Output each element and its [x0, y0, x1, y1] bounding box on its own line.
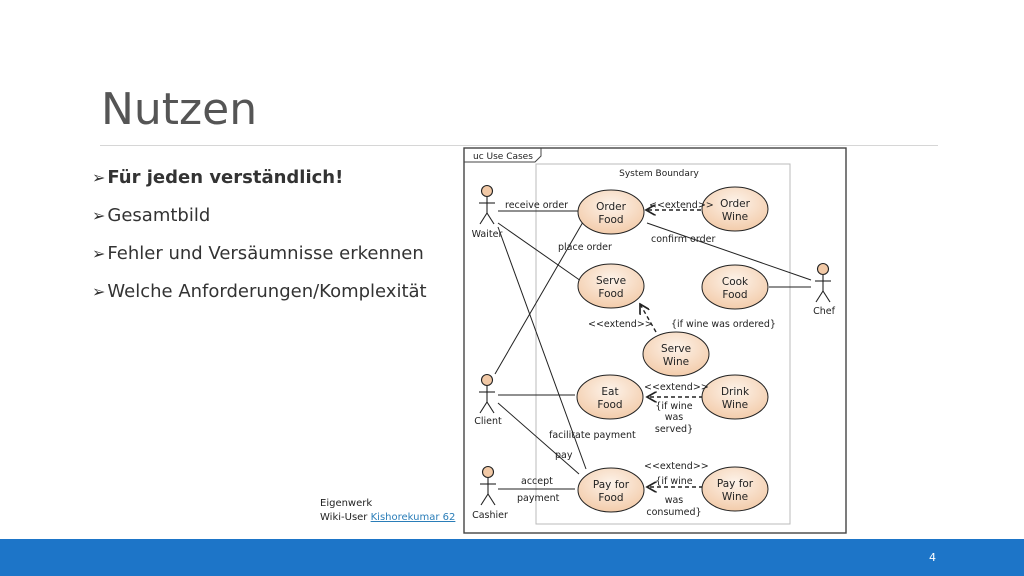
- actor-cashier-figure: [480, 465, 496, 506]
- footer-bar: 4: [0, 539, 1024, 576]
- label-cond-wine-served: served}: [655, 424, 693, 435]
- use-case-label: Wine: [722, 211, 748, 223]
- credit-author-link[interactable]: Kishorekumar 62: [370, 512, 456, 523]
- use-case-label: Food: [598, 288, 623, 300]
- label-extend-serve-wine: <<extend>>: [588, 319, 653, 330]
- use-case-label: Wine: [722, 491, 748, 503]
- use-case-cook-food: [701, 264, 769, 310]
- use-case-order-food: [577, 189, 645, 235]
- use-case-drink-wine: [701, 374, 769, 420]
- use-case-serve-wine: [642, 331, 710, 377]
- bullet-item: ➢Gesamtbild: [92, 196, 452, 234]
- use-case-diagram: uc Use Cases System Boundary Order Food: [463, 147, 849, 540]
- use-case-label: Order: [720, 198, 751, 210]
- use-case-pay-food: [577, 467, 645, 513]
- use-case-label: Serve: [596, 275, 626, 287]
- label-cond-wine-consumed: {if wine: [655, 476, 692, 487]
- bullet-text: Welche Anforderungen/Komplexität: [107, 280, 427, 302]
- use-case-label: Cook: [722, 276, 749, 288]
- title-divider: [100, 145, 938, 146]
- use-case-label: Pay for: [717, 478, 754, 490]
- use-case-label: Food: [598, 214, 623, 226]
- bullet-list: ➢Für jeden verständlich! ➢Gesamtbild ➢Fe…: [92, 158, 452, 310]
- arrow-bullet-icon: ➢: [92, 281, 106, 301]
- use-case-diagram-svg: uc Use Cases System Boundary Order Food: [463, 147, 847, 534]
- use-case-label: Wine: [663, 356, 689, 368]
- actor-waiter-label: Waiter: [472, 229, 503, 240]
- use-case-label: Order: [596, 201, 627, 213]
- bullet-item: ➢Welche Anforderungen/Komplexität: [92, 272, 452, 310]
- use-case-label: Eat: [601, 386, 618, 398]
- credit-line-1: Eigenwerk: [320, 498, 373, 509]
- actor-waiter-figure: [479, 184, 495, 225]
- page-number: 4: [929, 551, 936, 564]
- credit-line-2: Wiki-User Kishorekumar 62: [320, 511, 455, 525]
- actor-client-figure: [479, 373, 495, 414]
- system-boundary-label: System Boundary: [619, 169, 699, 179]
- assoc-waiter-serve-food: [497, 222, 582, 282]
- label-receive-order: receive order: [505, 200, 568, 211]
- use-case-order-wine: [701, 186, 769, 232]
- arrow-bullet-icon: ➢: [92, 167, 106, 187]
- assoc-client-order-food: [494, 221, 584, 375]
- label-cond-wine-served: was: [665, 412, 684, 423]
- use-case-label: Food: [597, 399, 622, 411]
- label-place-order: place order: [558, 242, 612, 253]
- use-case-pay-wine: [701, 466, 769, 512]
- actor-chef-label: Chef: [813, 306, 835, 317]
- label-confirm-order: confirm order: [651, 234, 715, 245]
- label-cond-wine-consumed: was: [665, 495, 684, 506]
- assoc-client-pay-food: [497, 402, 580, 475]
- bullet-text: Fehler und Versäumnisse erkennen: [107, 242, 424, 264]
- use-case-serve-food: [577, 263, 645, 309]
- bullet-text: Für jeden verständlich!: [107, 166, 344, 188]
- image-credit: Eigenwerk Wiki-User Kishorekumar 62: [320, 497, 455, 525]
- label-cond-wine-served: {if wine: [655, 401, 692, 412]
- use-case-label: Food: [598, 492, 623, 504]
- arrow-bullet-icon: ➢: [92, 243, 106, 263]
- arrow-bullet-icon: ➢: [92, 205, 106, 225]
- frame-label: uc Use Cases: [473, 152, 533, 162]
- use-case-label: Wine: [722, 399, 748, 411]
- extend-lines: [640, 210, 703, 487]
- actor-client-label: Client: [474, 416, 502, 427]
- extend-serve-wine: [640, 304, 657, 333]
- label-extend-drink-wine: <<extend>>: [644, 382, 709, 393]
- bullet-item: ➢Für jeden verständlich!: [92, 158, 452, 196]
- label-pay: pay: [555, 450, 573, 461]
- frame-label-tab: [464, 148, 542, 163]
- label-extend-pay-wine: <<extend>>: [644, 461, 709, 472]
- label-payment: payment: [517, 493, 560, 504]
- label-accept: accept: [521, 476, 553, 487]
- slide-title: Nutzen: [101, 84, 258, 135]
- actor-cashier-label: Cashier: [472, 510, 508, 521]
- use-case-eat-food: [576, 374, 644, 420]
- use-case-label: Food: [722, 289, 747, 301]
- assoc-waiter-pay-food: [497, 226, 587, 470]
- association-lines: [494, 210, 812, 490]
- use-case-label: Pay for: [593, 479, 630, 491]
- actor-chef-figure: [815, 262, 831, 303]
- label-cond-wine-consumed: consumed}: [646, 507, 701, 518]
- use-case-label: Drink: [721, 386, 750, 398]
- use-case-label: Serve: [661, 343, 691, 355]
- bullet-item: ➢Fehler und Versäumnisse erkennen: [92, 234, 452, 272]
- bullet-text: Gesamtbild: [107, 204, 211, 226]
- label-extend-order-wine: <<extend>>: [649, 200, 714, 211]
- credit-prefix: Wiki-User: [320, 512, 371, 523]
- label-cond-wine-ordered: {if wine was ordered}: [671, 319, 776, 330]
- assoc-chef-order-food: [646, 222, 812, 281]
- label-facilitate-payment: facilitate payment: [549, 430, 636, 441]
